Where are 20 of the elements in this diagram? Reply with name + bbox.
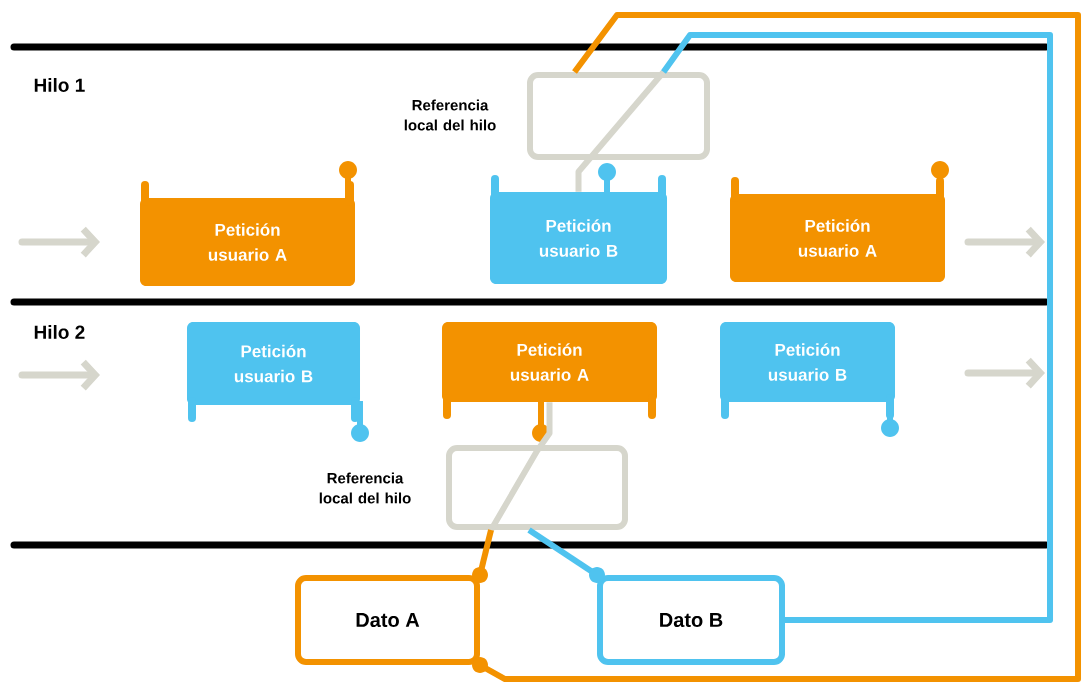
request-tray: Petición usuario B [490, 163, 667, 284]
thread-local-box: Referencia local del hilo [404, 72, 710, 160]
thread-label: Hilo 1 [34, 78, 85, 92]
node-label: Referencia local del hilo [404, 99, 496, 131]
connector-line [488, 402, 553, 532]
connector-line [472, 529, 494, 583]
request-tray: Petición usuario A [442, 322, 657, 442]
thread-label: Hilo 2 [34, 325, 85, 339]
request-tray: Petición usuario A [730, 161, 949, 282]
connector-line [575, 70, 666, 192]
request-tray: Petición usuario A [140, 161, 357, 286]
data-box: Dato A [295, 575, 480, 665]
request-tray: Petición usuario B [187, 322, 369, 442]
connector-line [661, 32, 1053, 623]
request-tray: Petición usuario B [720, 322, 899, 437]
node-label: Referencia local del hilo [319, 472, 411, 504]
connector-line [472, 12, 1081, 682]
data-box: Dato B [597, 575, 785, 665]
connector-line [527, 527, 605, 583]
thread-local-box: Referencia local del hilo [319, 445, 628, 530]
